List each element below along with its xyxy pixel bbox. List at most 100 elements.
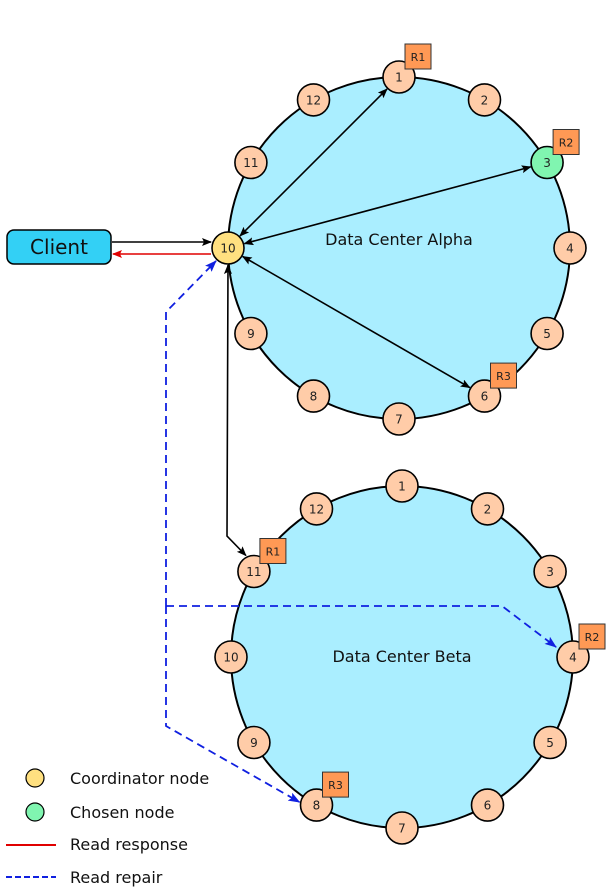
node-circle (553, 231, 587, 265)
replica-tag-alpha-r1: R1 (404, 43, 432, 70)
node-label: 5 (543, 327, 551, 341)
datacenter-beta: Data Center Beta (230, 485, 574, 829)
replica-tag-alpha-r2: R2 (552, 129, 580, 155)
read-repair-arrow-beta-4 (166, 605, 557, 648)
replica-tag-box (322, 771, 349, 798)
node-label: 12 (309, 502, 324, 516)
edges (112, 88, 557, 803)
node-label: 9 (250, 736, 258, 750)
node-label: 4 (569, 651, 577, 665)
replica-tag-beta-r1: R1 (259, 538, 287, 564)
legend-response-label: Read response (70, 835, 188, 854)
replica-tag-label: R2 (559, 137, 574, 150)
replica-read-arrow-alpha-3 (243, 165, 532, 246)
node-circle (533, 725, 567, 760)
legend-repair-label: Read repair (70, 868, 163, 887)
node-beta-12: 12 (299, 492, 334, 526)
node-label: 6 (481, 390, 489, 404)
node-circle (385, 811, 419, 845)
node-label: 7 (395, 413, 403, 427)
replica-tag-label: R3 (328, 779, 343, 792)
node-circle (530, 316, 564, 351)
node-circle (214, 640, 248, 674)
replica-tag-box (552, 129, 580, 155)
replica-tag-box (259, 538, 287, 564)
datacenter-alpha: Data Center Alpha (227, 76, 571, 420)
legend-coordinator-icon (25, 768, 45, 788)
node-circle (296, 379, 331, 413)
node-beta-3: 3 (533, 554, 567, 589)
node-alpha-12: 12 (296, 83, 331, 117)
node-circle (470, 492, 505, 526)
node-circle (533, 554, 567, 589)
replica-tag-label: R1 (266, 546, 281, 559)
node-beta-2: 2 (470, 492, 505, 526)
replica-tag-beta-r3: R3 (322, 771, 349, 798)
node-beta-6: 6 (470, 788, 505, 822)
legend: Coordinator node Chosen node Read respon… (6, 768, 209, 887)
client-label: Client (30, 235, 88, 259)
node-circle (385, 469, 419, 503)
legend-chosen-label: Chosen node (70, 803, 174, 822)
node-circle (382, 402, 416, 436)
node-circle (467, 83, 502, 117)
node-alpha-11: 11 (234, 145, 268, 180)
replica-tag-alpha-r3: R3 (490, 362, 517, 389)
node-alpha-8: 8 (296, 379, 331, 413)
replica-tag-label: R3 (496, 370, 511, 383)
node-alpha-10: 10 (211, 231, 245, 265)
node-label: 11 (243, 156, 258, 170)
node-alpha-9: 9 (234, 316, 268, 351)
replica-read-arrow-alpha-6 (241, 255, 471, 389)
node-beta-7: 7 (385, 811, 419, 845)
node-circle (237, 725, 271, 760)
node-circle (296, 83, 331, 117)
node-circle (470, 788, 505, 822)
node-alpha-4: 4 (553, 231, 587, 265)
node-beta-10: 10 (214, 640, 248, 674)
node-label: 2 (484, 502, 492, 516)
node-label: 9 (247, 327, 255, 341)
replica-tag-label: R1 (411, 51, 426, 64)
node-label: 2 (481, 93, 489, 107)
node-alpha-2: 2 (467, 83, 502, 117)
node-label: 11 (246, 565, 261, 579)
node-label: 10 (223, 651, 238, 665)
node-label: 4 (566, 242, 574, 256)
node-label: 12 (306, 93, 321, 107)
node-label: 1 (395, 71, 403, 85)
node-label: 10 (220, 242, 235, 256)
replica-tag-beta-r2: R2 (578, 623, 606, 650)
node-circle (234, 145, 268, 180)
node-label: 3 (546, 565, 554, 579)
replica-tag-box (578, 623, 606, 650)
client[interactable]: Client (6, 229, 112, 265)
replica-tag-box (490, 362, 517, 389)
coordinator-node-circle (211, 231, 245, 265)
replica-read-arrow-beta-11 (223, 264, 247, 557)
node-beta-9: 9 (237, 725, 271, 760)
node-circle (299, 492, 334, 526)
node-alpha-7: 7 (382, 402, 416, 436)
node-label: 8 (310, 390, 318, 404)
node-alpha-5: 5 (530, 316, 564, 351)
node-beta-5: 5 (533, 725, 567, 760)
read-repair-arrow-beta-8 (165, 606, 301, 803)
node-label: 5 (546, 736, 554, 750)
node-label: 7 (398, 822, 406, 836)
datacenter-beta-label: Data Center Beta (332, 647, 471, 666)
node-circle (234, 316, 268, 351)
legend-chosen-icon (25, 802, 45, 822)
read-repair-arrow-coordinator (165, 260, 217, 606)
node-label: 3 (543, 156, 551, 170)
replica-tag-label: R2 (585, 631, 600, 644)
node-label: 8 (313, 799, 321, 813)
datacenter-alpha-label: Data Center Alpha (325, 230, 473, 249)
node-label: 1 (398, 480, 406, 494)
node-label: 6 (484, 799, 492, 813)
nodes: 123456789101112R1R2R3123456789101112R1R2… (211, 43, 606, 845)
replica-tag-box (404, 43, 432, 70)
node-beta-1: 1 (385, 469, 419, 503)
client-box[interactable] (6, 229, 112, 265)
